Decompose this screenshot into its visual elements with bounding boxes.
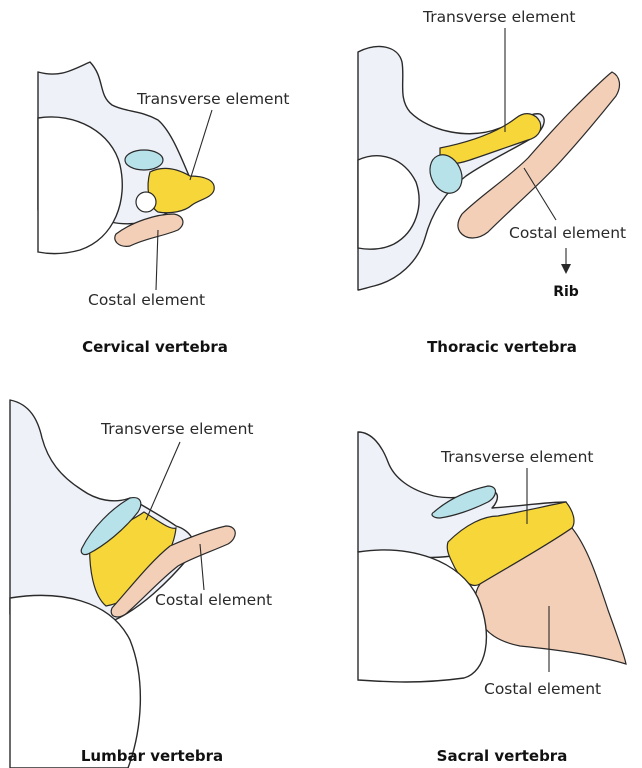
lumbar-transverse-label: Transverse element bbox=[100, 420, 254, 438]
lumbar-panel: Transverse element Costal element Lumbar… bbox=[10, 400, 272, 768]
thoracic-panel: Transverse element Costal element Rib Th… bbox=[358, 8, 626, 356]
sacral-transverse-label: Transverse element bbox=[440, 448, 594, 466]
lumbar-caption: Lumbar vertebra bbox=[81, 747, 223, 765]
cervical-costal-pointer bbox=[156, 230, 158, 290]
cervical-panel: Transverse element Costal element Cervic… bbox=[38, 62, 290, 356]
cervical-transverse-pointer bbox=[190, 110, 212, 180]
cervical-caption: Cervical vertebra bbox=[82, 338, 228, 356]
lumbar-vertebral-body bbox=[10, 595, 140, 768]
lumbar-transverse-pointer bbox=[146, 442, 180, 520]
sacral-caption: Sacral vertebra bbox=[437, 747, 568, 765]
cervical-transverse-element bbox=[148, 169, 214, 213]
thoracic-rib-label: Rib bbox=[553, 284, 579, 300]
cervical-transverse-foramen bbox=[136, 192, 156, 212]
sacral-costal-label: Costal element bbox=[484, 680, 601, 698]
thoracic-costal-label: Costal element bbox=[509, 224, 626, 242]
cervical-costal-label: Costal element bbox=[88, 291, 205, 309]
thoracic-rib-arrowhead bbox=[561, 264, 571, 274]
lumbar-costal-label: Costal element bbox=[155, 591, 272, 609]
thoracic-caption: Thoracic vertebra bbox=[427, 338, 577, 356]
sacral-panel: Transverse element Costal element Sacral… bbox=[358, 432, 626, 765]
thoracic-transverse-label: Transverse element bbox=[422, 8, 576, 26]
cervical-transverse-label: Transverse element bbox=[136, 90, 290, 108]
cervical-facet bbox=[125, 150, 163, 170]
